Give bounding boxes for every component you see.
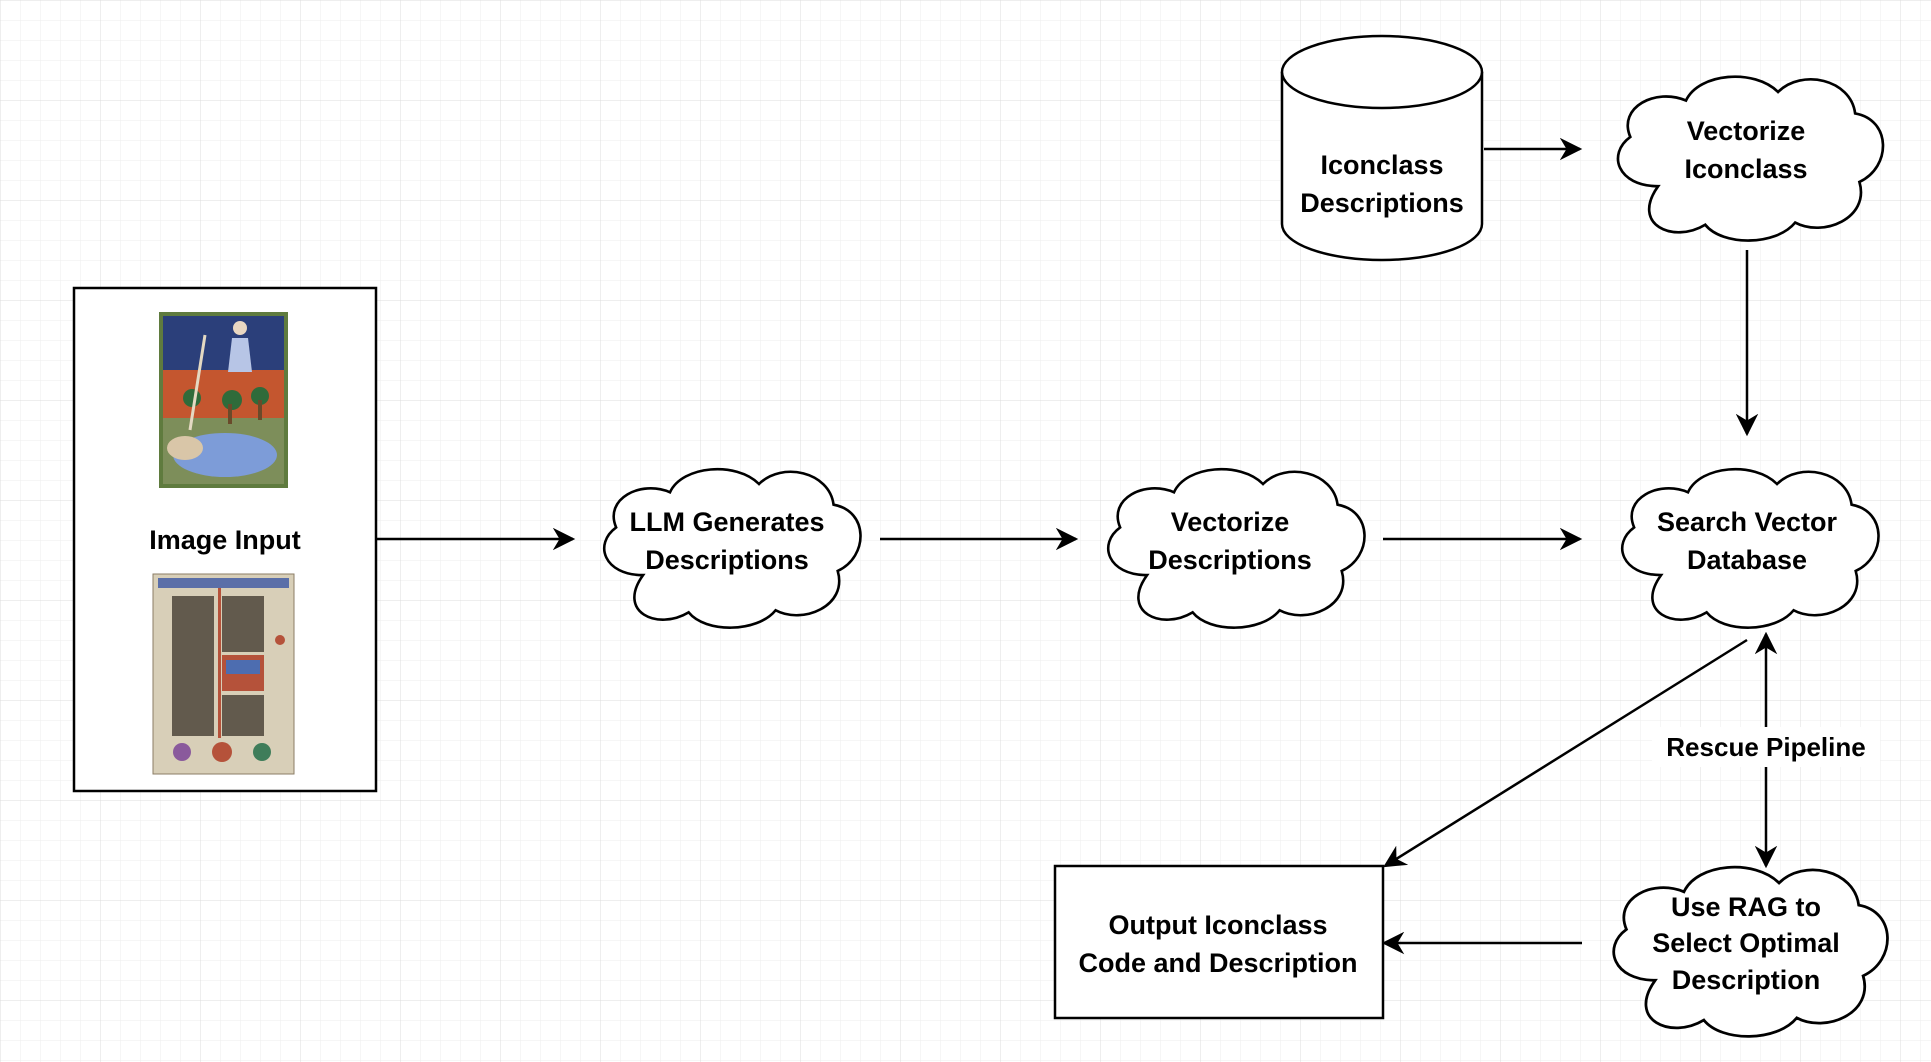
output-iconclass-line-2: Code and Description <box>1078 948 1357 978</box>
iconclass-descriptions-node: Iconclass Descriptions <box>1280 34 1484 262</box>
manuscript-page-image <box>152 573 295 775</box>
search-vector-database-line-1: Search Vector <box>1657 507 1838 537</box>
cylinder-top <box>1280 34 1484 110</box>
vectorize-iconclass-node: Vectorize Iconclass <box>1616 75 1885 242</box>
use-rag-line-1: Use RAG to <box>1671 892 1821 922</box>
vectorize-descriptions-line-1: Vectorize <box>1171 507 1290 537</box>
search-vector-database-line-2: Database <box>1687 545 1807 575</box>
use-rag-node: Use RAG to Select Optimal Description <box>1612 865 1889 1038</box>
search-vector-database-node: Search Vector Database <box>1620 467 1880 630</box>
image-input-node: Image Input <box>72 286 378 793</box>
output-box <box>1053 864 1385 1020</box>
use-rag-line-2: Select Optimal <box>1652 928 1840 958</box>
vectorize-descriptions-line-2: Descriptions <box>1148 545 1312 575</box>
image-input-label: Image Input <box>149 525 301 555</box>
output-iconclass-node: Output Iconclass Code and Description <box>1053 864 1385 1020</box>
output-iconclass-line-1: Output Iconclass <box>1108 910 1327 940</box>
llm-generates-node: LLM Generates Descriptions <box>602 467 862 629</box>
manuscript-illumination-image <box>159 312 288 488</box>
vectorize-iconclass-line-2: Iconclass <box>1684 154 1807 184</box>
cylinder-body <box>1280 72 1484 262</box>
edge-label-background <box>1652 727 1880 767</box>
vectorize-iconclass-line-1: Vectorize <box>1687 116 1806 146</box>
iconclass-descriptions-line-1: Iconclass <box>1320 150 1443 180</box>
vectorize-descriptions-node: Vectorize Descriptions <box>1106 467 1366 629</box>
rescue-pipeline-label: Rescue Pipeline <box>1666 732 1865 762</box>
iconclass-descriptions-line-2: Descriptions <box>1300 188 1464 218</box>
edge-search-to-output <box>1383 638 1748 868</box>
use-rag-line-3: Description <box>1672 965 1821 995</box>
llm-generates-line-1: LLM Generates <box>629 507 824 537</box>
llm-generates-line-2: Descriptions <box>645 545 809 575</box>
